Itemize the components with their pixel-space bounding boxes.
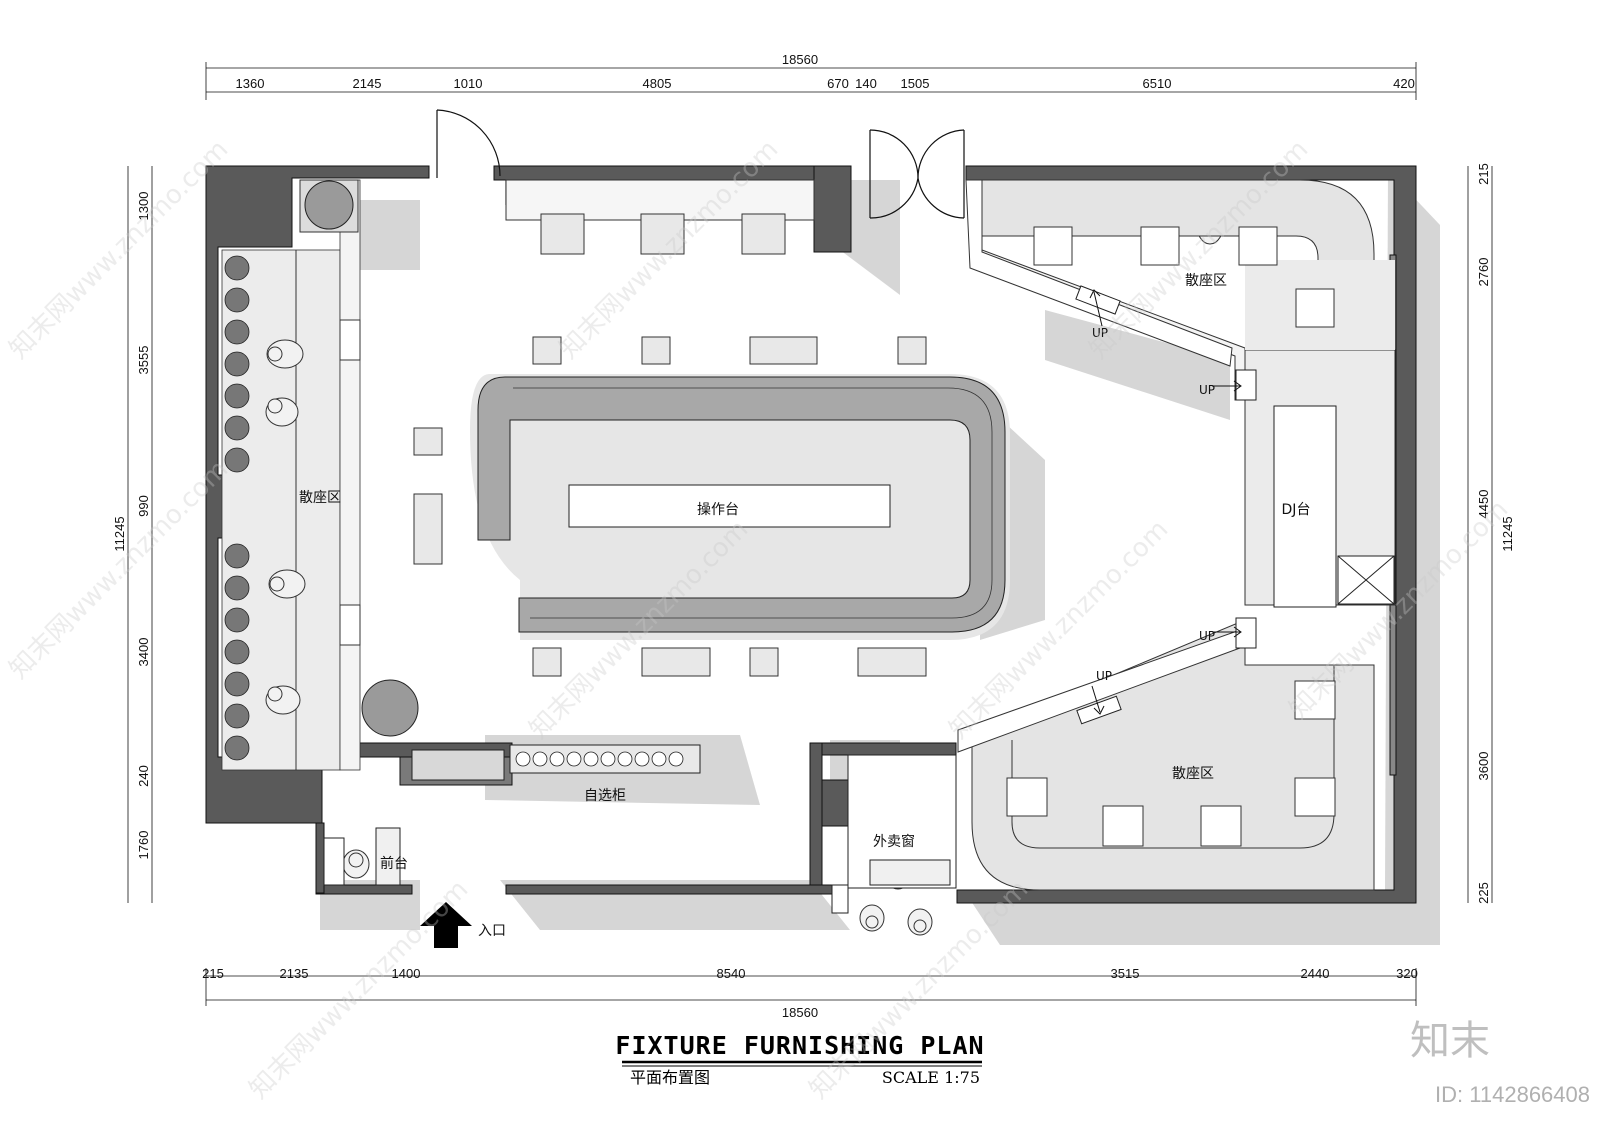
dim-left: 1760 — [136, 831, 151, 860]
dim-bottom: 3515 — [1111, 966, 1140, 981]
watermark-text: 知末网www.znzmo.com — [4, 454, 235, 685]
drawing-scale: SCALE 1:75 — [882, 1068, 980, 1087]
dim-top-total: 18560 — [782, 52, 818, 67]
watermark-id: ID: 1142866408 — [1435, 1082, 1590, 1107]
label-takeout-window: 外卖窗 — [873, 833, 915, 850]
dim-right: 225 — [1476, 882, 1491, 904]
drawing-title: FIXTURE FURNISHING PLAN — [615, 1031, 984, 1060]
dim-top: 140 — [855, 76, 877, 91]
dim-bottom: 8540 — [717, 966, 746, 981]
label-up: UP — [1092, 326, 1108, 340]
label-seating-top-right: 散座区 — [1185, 273, 1227, 289]
room-labels: 散座区 散座区 散座区 操作台 DJ台 自选柜 前台 外卖窗 入口 UP UP … — [299, 273, 1310, 939]
front-desk — [323, 827, 401, 886]
takeout-window — [831, 754, 957, 914]
dim-right: 2760 — [1476, 258, 1491, 287]
dim-top: 4805 — [643, 76, 672, 91]
title-block: FIXTURE FURNISHING PLAN 平面布置图 SCALE 1:75 — [615, 1031, 984, 1087]
bar-stools — [413, 427, 927, 677]
watermark-brand: 知末 — [1410, 1018, 1490, 1064]
watermark-text: 知末网www.znzmo.com — [4, 134, 235, 365]
top-tables — [505, 179, 927, 365]
dj-booth — [1273, 405, 1395, 608]
dim-left: 240 — [136, 765, 151, 787]
doors — [436, 109, 965, 219]
label-seating-left: 散座区 — [299, 490, 341, 506]
seating-bottom-right — [957, 619, 1375, 891]
dim-top: 420 — [1393, 76, 1415, 91]
dim-right: 4450 — [1476, 490, 1491, 519]
dim-top: 2145 — [353, 76, 382, 91]
label-self-cabinet: 自选柜 — [584, 788, 626, 804]
potted-tree-icon — [299, 179, 419, 737]
dim-top: 1010 — [454, 76, 483, 91]
dim-bottom-total: 18560 — [782, 1005, 818, 1020]
label-up: UP — [1096, 669, 1112, 683]
label-console: 操作台 — [697, 502, 739, 518]
dimension-text: 18560 1360 2145 1010 4805 670 140 1505 6… — [112, 52, 1515, 1020]
dim-bottom: 215 — [202, 966, 224, 981]
dim-left: 990 — [136, 495, 151, 517]
self-select-cabinet — [411, 744, 701, 781]
dim-left: 3400 — [136, 638, 151, 667]
entrance-arrow-icon — [420, 902, 472, 948]
dim-bottom: 1400 — [392, 966, 421, 981]
label-up: UP — [1199, 629, 1215, 643]
label-entrance: 入口 — [478, 923, 506, 939]
dimension-lines — [127, 62, 1493, 1006]
dim-bottom: 2135 — [280, 966, 309, 981]
dim-top: 1505 — [901, 76, 930, 91]
dim-left: 3555 — [136, 346, 151, 375]
dim-right: 3600 — [1476, 752, 1491, 781]
dim-bottom: 320 — [1396, 966, 1418, 981]
dim-top: 1360 — [236, 76, 265, 91]
label-dj: DJ台 — [1282, 502, 1311, 518]
plant-row-left — [224, 255, 250, 761]
label-up: UP — [1199, 383, 1215, 397]
dim-top: 670 — [827, 76, 849, 91]
dim-right-total: 11245 — [1500, 516, 1515, 551]
up-arrow-icon — [1089, 289, 1242, 715]
dim-right: 215 — [1476, 163, 1491, 185]
dim-left: 1300 — [136, 192, 151, 221]
bar-counter — [470, 374, 1010, 640]
dim-left-total: 11245 — [112, 516, 127, 551]
dim-top: 6510 — [1143, 76, 1172, 91]
label-front-desk: 前台 — [380, 855, 408, 872]
drawing-subtitle: 平面布置图 — [630, 1068, 710, 1087]
dim-bottom: 2440 — [1301, 966, 1330, 981]
label-seating-bottom-right: 散座区 — [1172, 766, 1214, 782]
